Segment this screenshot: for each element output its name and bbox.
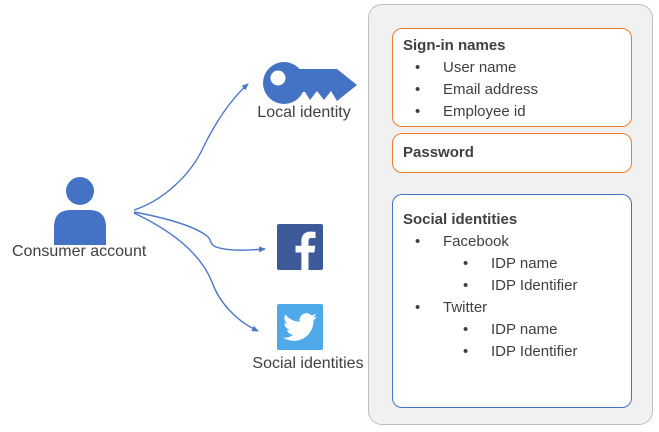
facebook-f-glyph <box>295 231 316 270</box>
list-item: Email address <box>403 79 621 101</box>
social-identities-title: Social identities <box>403 211 518 228</box>
password-box: Password <box>392 133 632 173</box>
list-item: IDP Identifier <box>403 275 621 297</box>
consumer-account-label: Consumer account <box>12 243 147 260</box>
local-identity-label: Local identity <box>257 104 351 121</box>
social-identities-label: Social identities <box>252 355 364 372</box>
password-title: Password <box>403 144 474 161</box>
social-identities-box: Social identities Facebook IDP name IDP … <box>392 194 632 408</box>
list-item: IDP Identifier <box>403 341 621 363</box>
list-item: Twitter <box>403 297 621 319</box>
list-item: IDP name <box>403 319 621 341</box>
attributes-panel: Sign-in names User name Email address Em… <box>368 4 653 425</box>
sign-in-names-box: Sign-in names User name Email address Em… <box>392 28 632 127</box>
twitter-bird-glyph <box>283 313 317 341</box>
arrow-to-local-identity <box>133 83 249 211</box>
key-icon <box>263 62 357 104</box>
list-item: Employee id <box>403 101 621 123</box>
sign-in-names-list: User name Email address Employee id <box>403 57 621 123</box>
social-identities-list: Facebook IDP name IDP Identifier Twitter… <box>403 231 621 363</box>
twitter-icon <box>277 304 323 350</box>
list-item: IDP name <box>403 253 621 275</box>
list-item: Facebook <box>403 231 621 253</box>
arrow-to-twitter <box>133 212 259 332</box>
person-icon <box>54 177 106 245</box>
sign-in-names-title: Sign-in names <box>403 37 506 54</box>
facebook-icon <box>277 224 323 270</box>
list-item: User name <box>403 57 621 79</box>
